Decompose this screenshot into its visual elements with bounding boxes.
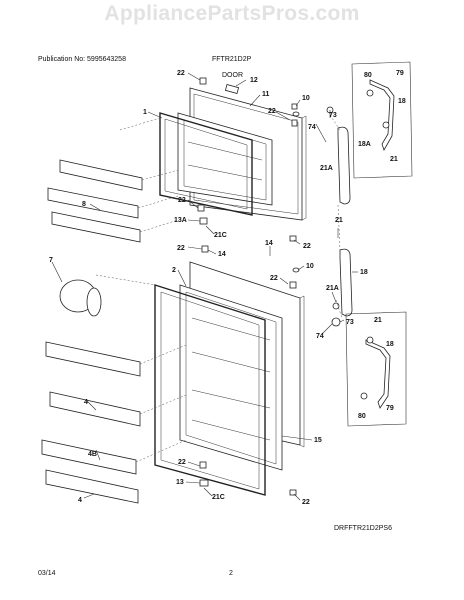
leader-lines [51,72,358,501]
handle-inset-top [351,61,413,179]
inset-callout-21: 21 [374,317,382,324]
shelf-guide-lines [95,117,187,463]
footer-date: 03/14 [38,570,56,577]
callout-21C: 21C [212,494,225,501]
handle-guide-lines [329,114,343,319]
callout-10: 10 [306,263,314,270]
fresh-food-door-gasket [154,284,266,496]
callout-22: 22 [303,243,311,250]
handle-inset-bottom [345,311,407,427]
callout-22: 22 [178,459,186,466]
inset-callout-79: 79 [396,70,404,77]
callout-18: 18 [360,269,368,276]
callout-21: 21 [335,217,343,224]
callout-22: 22 [302,499,310,506]
callout-12: 12 [250,77,258,84]
watermark: AppliancePartsPros.com [104,2,360,25]
callout-14: 14 [218,251,226,258]
callout-74: 74 [316,333,324,340]
inset-callout-18: 18 [398,98,406,105]
callout-21A: 21A [320,165,333,172]
callout-10: 10 [302,95,310,102]
freezer-door-shelves [47,159,143,243]
callout-21A: 21A [326,285,339,292]
inset-callout-18: 18 [386,341,394,348]
nameplate-part-12 [224,84,240,94]
callout-labels: 22 12 11 10 22 1 73 74 21A 22 13A 21C 22… [49,70,406,506]
inset-callout-80: 80 [364,72,372,79]
callout-8: 8 [82,201,86,208]
callout-22: 22 [270,275,278,282]
callout-74: 74 [308,124,316,131]
callout-21C: 21C [214,232,227,239]
page-number: 2 [229,570,233,577]
inset-callout-18A: 18A [358,141,371,148]
section-title: DOOR [222,72,243,79]
inset-callout-80: 80 [358,413,366,420]
callout-73: 73 [346,319,354,326]
screws-and-caps [197,77,341,496]
callout-13A: 13A [174,217,187,224]
callout-22: 22 [177,245,185,252]
fresh-food-handle [339,248,353,317]
callout-1: 1 [143,109,147,116]
inset-callout-79: 79 [386,405,394,412]
callout-2: 2 [172,267,176,274]
callout-73: 73 [329,112,337,119]
callout-22: 22 [178,197,186,204]
inset-callout-21: 21 [390,156,398,163]
callout-4B: 4B [88,451,97,458]
fresh-food-door-shelves [41,341,141,504]
publication-number: Publication No: 5995643258 [38,56,126,63]
model-number: FFTR21D2P [212,56,252,63]
callout-22: 22 [268,108,276,115]
callout-4: 4 [78,497,82,504]
callout-15: 15 [314,437,322,444]
fresh-food-door-liner [179,284,283,471]
callout-4: 4 [84,399,88,406]
callout-11: 11 [262,91,270,98]
callout-7: 7 [49,257,53,264]
freezer-handle [337,126,351,205]
freezer-door-gasket [159,112,253,216]
callout-13: 13 [176,479,184,486]
part-7-cylinder [59,279,102,317]
diagram-code: DRFFTR21D2PS6 [334,525,392,532]
callout-14: 14 [265,240,273,247]
callout-22: 22 [177,70,185,77]
